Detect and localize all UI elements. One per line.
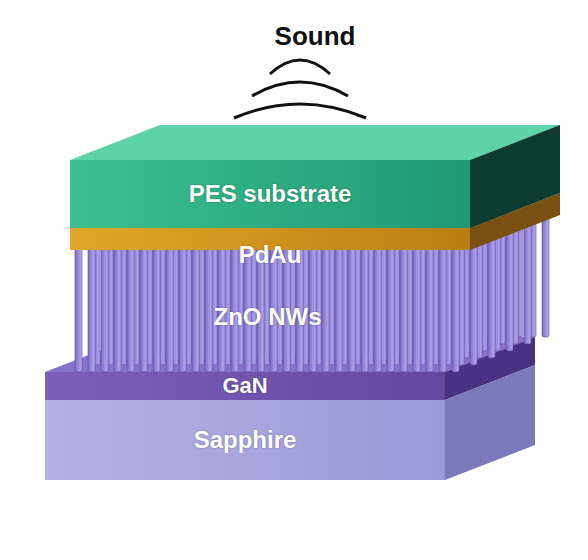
- gan-front-face: [45, 372, 445, 400]
- layer-label: GaN: [222, 374, 267, 398]
- stimulus-label: Sound: [275, 21, 356, 52]
- nanowire: [506, 227, 513, 351]
- sapphire-layer: Sapphire: [45, 400, 445, 480]
- nanowire: [488, 234, 495, 358]
- sound-wave: [252, 82, 348, 96]
- nanowire: [400, 248, 407, 372]
- nanowire: [101, 248, 108, 372]
- nanowire: [153, 248, 160, 372]
- pes-front-face: [70, 160, 470, 228]
- layer-label: PES substrate: [189, 181, 352, 207]
- electrode-layer: PdAu: [70, 238, 470, 272]
- nanowire: [140, 248, 147, 372]
- nanowire: [524, 220, 531, 344]
- layer-label: PdAu: [239, 242, 302, 268]
- sapphire-side-face: [445, 365, 535, 480]
- nanowire: [470, 241, 477, 365]
- nanowire: [348, 248, 355, 372]
- nanowire: [374, 248, 381, 372]
- nanowire: [322, 248, 329, 372]
- gan-layer: GaN: [45, 372, 445, 400]
- substrate-layer: PES substrate: [70, 160, 470, 228]
- nanowire: [166, 248, 173, 372]
- pes-side-face: [470, 125, 560, 228]
- nanowire: [114, 248, 121, 372]
- nanowire: [192, 248, 199, 372]
- nanowire: [335, 248, 342, 372]
- nanowire: [426, 248, 433, 372]
- nanowire: [542, 213, 549, 337]
- nanowire: [452, 248, 459, 372]
- layer-label: ZnO NWs: [214, 304, 322, 330]
- layer-label: Sapphire: [194, 427, 297, 453]
- nanowire: [205, 248, 212, 372]
- nanowire: [413, 248, 420, 372]
- nanowire: [387, 248, 394, 372]
- sound-wave: [270, 60, 330, 74]
- nanowire: [75, 248, 82, 372]
- nanowire: [88, 248, 95, 372]
- nanowire-layer: ZnO NWs: [75, 282, 460, 352]
- nanowire: [361, 248, 368, 372]
- nanowire: [439, 248, 446, 372]
- sapphire-front-face: [45, 400, 445, 480]
- nanowire: [127, 248, 134, 372]
- sound-wave: [234, 104, 366, 118]
- nanowire: [179, 248, 186, 372]
